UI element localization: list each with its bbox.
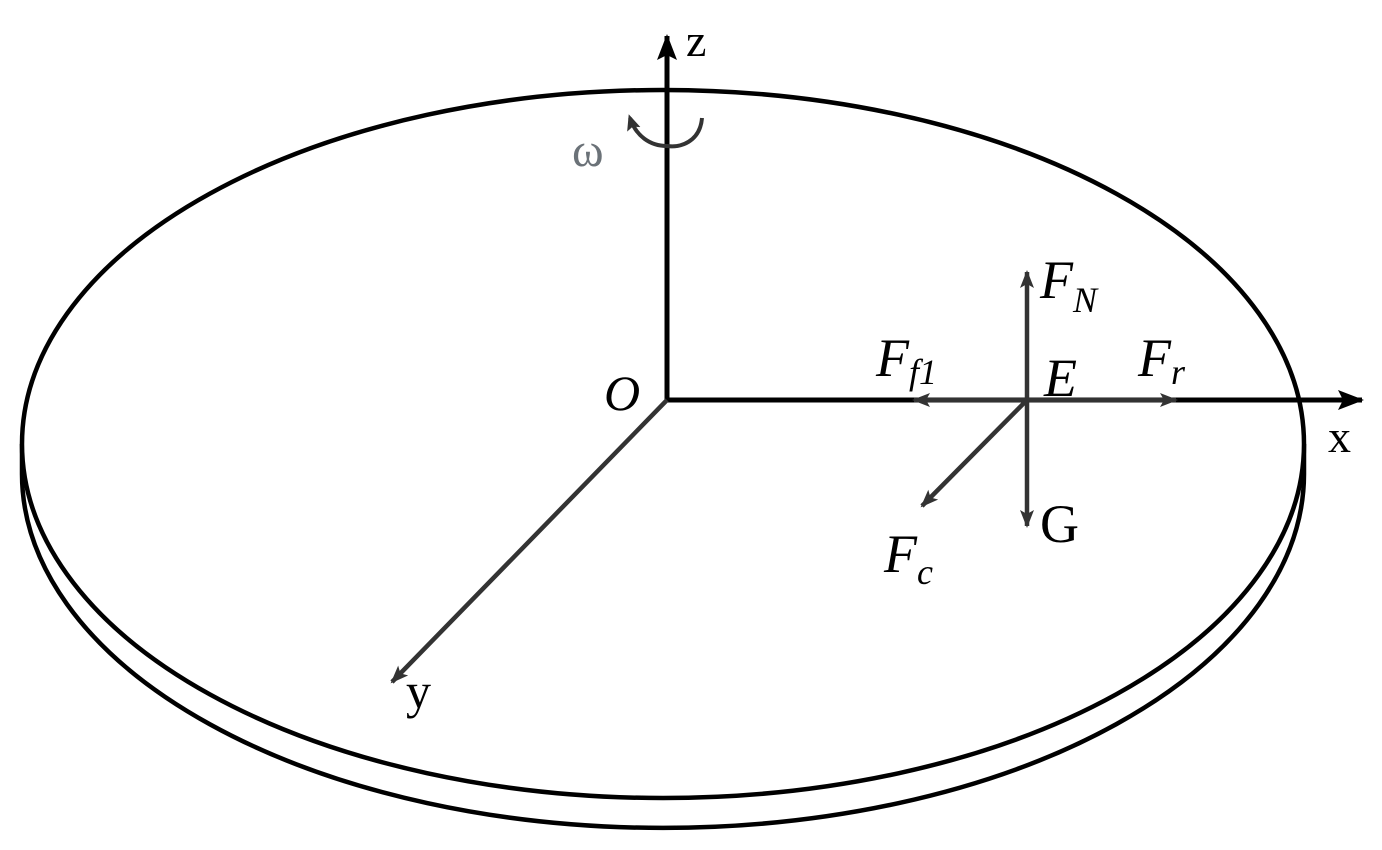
point-E-label: E xyxy=(1043,348,1077,408)
disk-bottom-rim xyxy=(19,473,1307,831)
disk xyxy=(19,87,1307,831)
labels: z x y O ω E FN Ff1 Fr Fc G xyxy=(406,15,1351,719)
x-axis-label: x xyxy=(1328,411,1351,462)
resultant-force-label: Fr xyxy=(1137,328,1186,392)
origin-label: O xyxy=(604,365,640,421)
rotation-indicator xyxy=(627,114,704,149)
friction-force-label: Ff1 xyxy=(875,328,937,392)
centrifugal-force-arrow xyxy=(920,398,1029,508)
disk-top-surface xyxy=(19,87,1307,801)
rotation-arrow-icon xyxy=(627,114,704,149)
z-axis-label: z xyxy=(686,15,706,66)
normal-force-label: FN xyxy=(1039,250,1099,320)
y-axis-label: y xyxy=(406,663,431,719)
gravity-label: G xyxy=(1040,494,1079,554)
centrifugal-force-label: Fc xyxy=(883,524,933,592)
omega-label: ω xyxy=(572,124,604,177)
y-axis xyxy=(390,398,669,684)
forces-at-E xyxy=(912,270,1178,528)
